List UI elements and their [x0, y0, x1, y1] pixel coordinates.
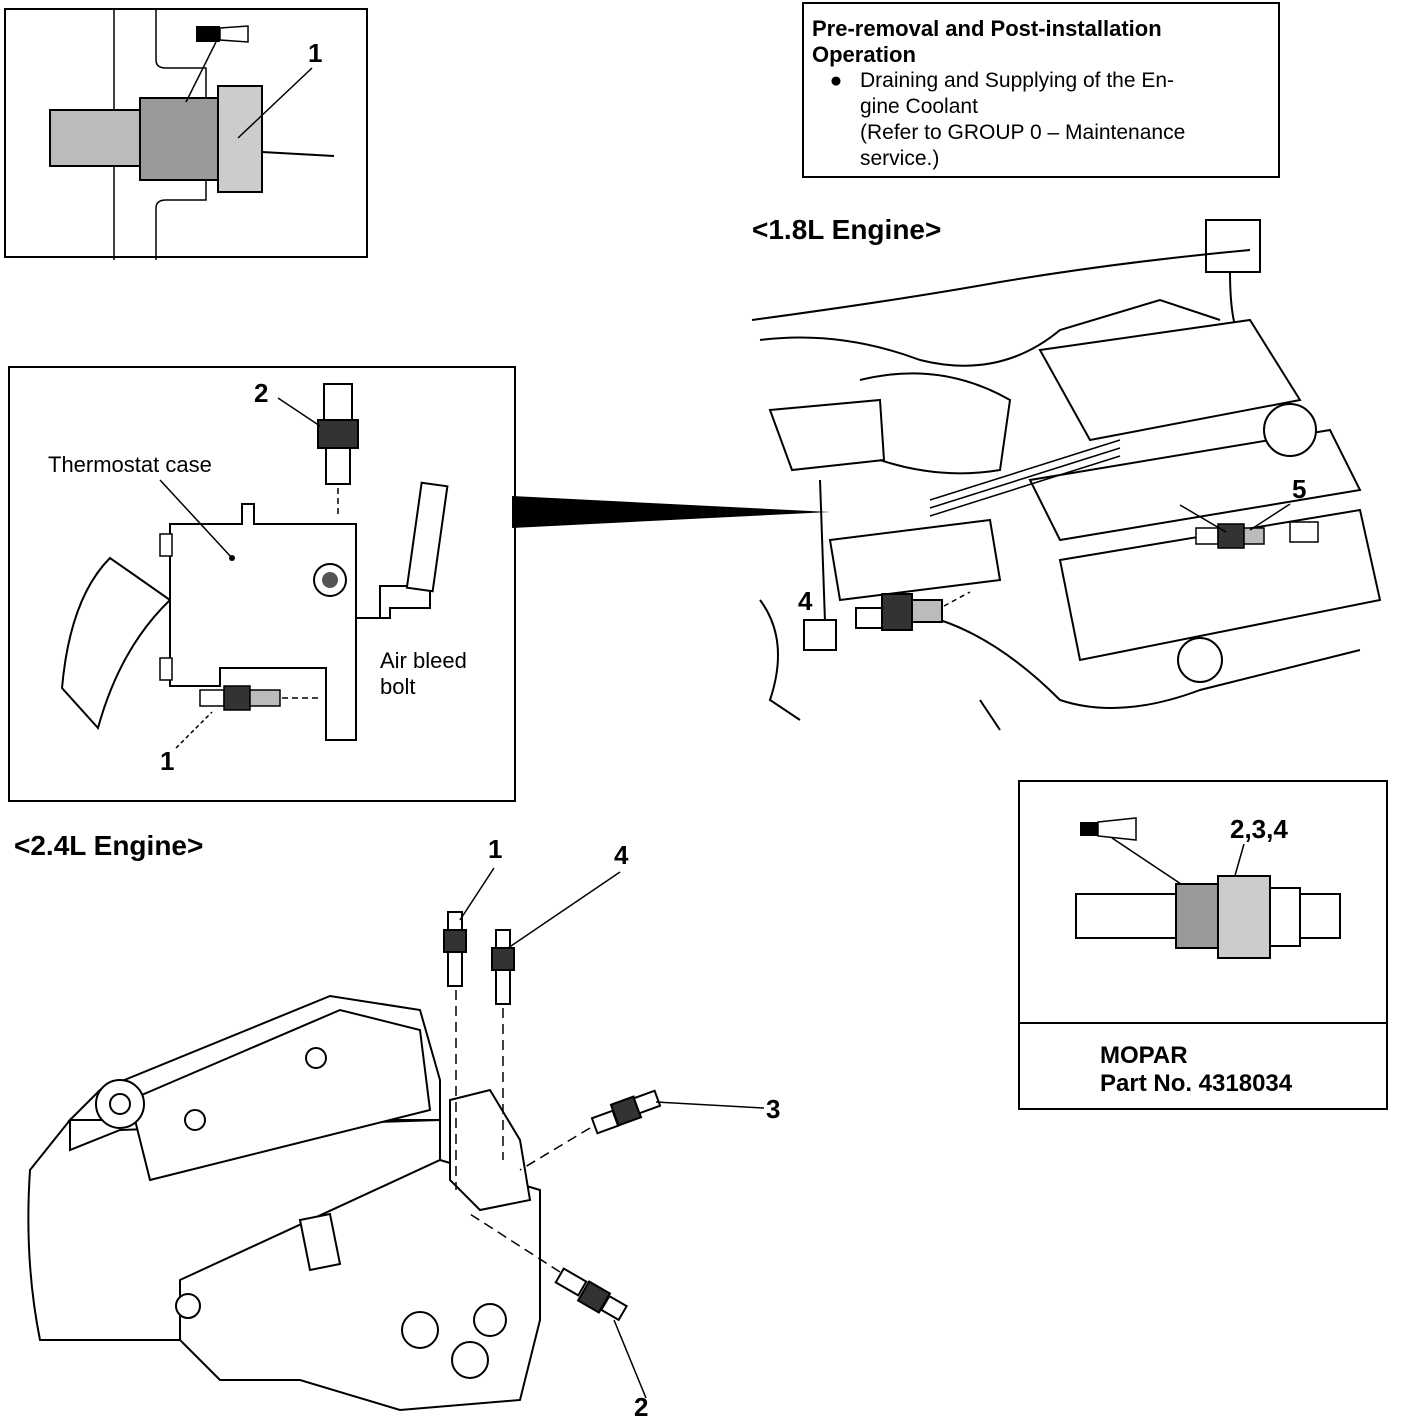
- label-air-bleed-line1: Air bleed: [380, 648, 467, 673]
- pre-removal-info-box: Pre-removal and Post-installation Operat…: [802, 2, 1280, 178]
- info-item-line2: gine Coolant: [860, 95, 978, 118]
- sensor-sealant-detail-panel: 1: [4, 8, 368, 260]
- callout-5: 5: [1292, 474, 1307, 504]
- callout-2: 2: [634, 1392, 649, 1422]
- engine-24-title: <2.4L Engine>: [14, 830, 204, 861]
- info-title-line1: Pre-removal and Post-installation: [812, 16, 1162, 41]
- sensor-threaded-illustration: [49, 10, 335, 260]
- callout-1: 1: [160, 746, 175, 776]
- info-title-line2: Operation: [812, 42, 916, 67]
- callout-1: 1: [488, 834, 503, 864]
- mopar-brand: MOPAR: [1100, 1042, 1188, 1069]
- sealant-callout: 2,3,4: [1230, 814, 1288, 844]
- info-item-line3: (Refer to GROUP 0 – Maintenance: [860, 121, 1186, 144]
- thermostat-detail-panel: 2 Thermostat case Air bleed bolt 1: [8, 366, 516, 802]
- info-item-line1: Draining and Supplying of the En-: [860, 69, 1175, 92]
- engine-18-title: <1.8L Engine>: [752, 214, 942, 245]
- thermostat-case-illustration: [60, 383, 449, 749]
- mopar-part-number: Part No. 4318034: [1100, 1070, 1293, 1097]
- bullet-icon: ●: [829, 69, 843, 92]
- callout-3: 3: [766, 1094, 781, 1124]
- sealant-part-box: 2,3,4 MOPAR Part No. 4318034: [1018, 780, 1388, 1110]
- label-thermostat-case: Thermostat case: [48, 452, 212, 477]
- callout-4: 4: [798, 586, 813, 616]
- sealant-sensor-illustration: [1075, 817, 1341, 959]
- label-air-bleed-line2: bolt: [380, 674, 416, 699]
- callout-4: 4: [614, 840, 629, 870]
- sealant-divider: [1020, 1022, 1386, 1024]
- callout-1: 1: [308, 38, 323, 68]
- callout-2: 2: [254, 378, 269, 408]
- info-item-line4: service.): [860, 147, 940, 170]
